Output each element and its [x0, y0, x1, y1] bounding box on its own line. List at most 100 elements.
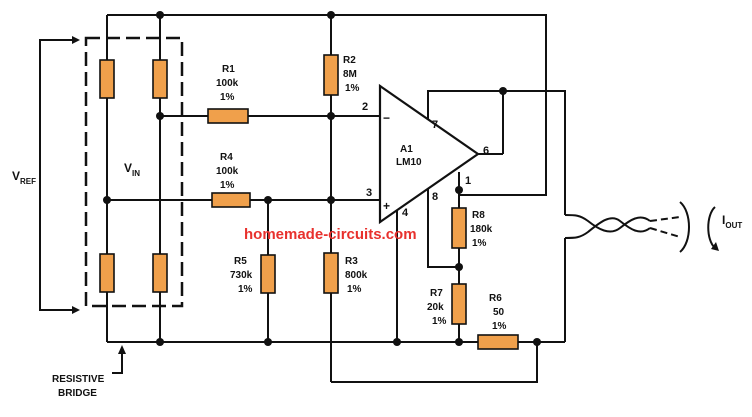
bridge-resistor-bottom-right	[152, 253, 168, 293]
r7-value: 20k	[427, 302, 444, 313]
vref-subscript: REF	[20, 177, 36, 186]
pin8-wire	[427, 175, 459, 268]
vin-main: V	[124, 161, 132, 175]
junction	[327, 196, 335, 204]
bridge-resistor-top-right	[152, 59, 168, 99]
r4-name: R4	[220, 152, 233, 163]
r2-name: R2	[343, 55, 356, 66]
r8-value: 180k	[470, 224, 493, 235]
r3-tolerance: 1%	[347, 284, 362, 295]
iout-label: IOUT	[722, 213, 742, 230]
junction	[156, 112, 164, 120]
r2-resistor	[323, 54, 339, 96]
vin-label: VIN	[124, 161, 140, 178]
twisted-wire-b	[564, 217, 651, 239]
r4-value: 100k	[216, 166, 239, 177]
watermark: homemade-circuits.com	[244, 226, 417, 243]
bottom-return-wire	[331, 342, 538, 383]
junction	[455, 338, 463, 346]
iout-subscript: OUT	[725, 221, 742, 230]
r4-resistor	[211, 192, 251, 208]
r5-value: 730k	[230, 270, 253, 281]
resistive-bridge-label-line1: RESISTIVE	[52, 374, 105, 385]
cable-dash-bottom	[649, 227, 681, 238]
pin7-feedback-wire	[427, 90, 566, 215]
op-amp-part-label: LM10	[396, 157, 422, 168]
twisted-wire-a	[564, 214, 651, 233]
pin-1-label: 1	[465, 175, 471, 187]
junction	[156, 11, 164, 19]
cable-dash-top	[649, 216, 681, 222]
pin-7-label: 7	[432, 119, 438, 131]
junction-dots	[103, 11, 541, 346]
r6-tolerance: 1%	[492, 321, 507, 332]
junction	[264, 196, 272, 204]
bridge-resistor-bottom-left	[99, 253, 115, 293]
op-amp-triangle	[378, 83, 480, 225]
junction	[533, 338, 541, 346]
vref-top-arrowhead	[72, 36, 80, 44]
r7-name: R7	[430, 288, 443, 299]
bridge-pointer-line	[112, 352, 123, 374]
r4-tolerance: 1%	[220, 180, 235, 191]
r1-value: 100k	[216, 78, 239, 89]
junction	[327, 11, 335, 19]
junction	[327, 112, 335, 120]
r7-resistor	[451, 283, 467, 325]
r5-tolerance: 1%	[238, 284, 253, 295]
r2-value: 8M	[343, 69, 357, 80]
current-loop-receiver	[679, 201, 690, 253]
vref-bracket-line	[39, 39, 72, 311]
resistors	[99, 54, 519, 350]
r7-tolerance: 1%	[432, 316, 447, 327]
r8-resistor	[451, 207, 467, 249]
op-amp-a1: − + A1 LM10 2 3 4 7 8 6 1	[362, 83, 489, 225]
iout-arc	[707, 206, 716, 249]
vref-bracket	[39, 36, 80, 314]
junction	[499, 87, 507, 95]
top-rail-wire	[107, 14, 547, 196]
signal-labels: VREF VIN IOUT RESISTIVE BRIDGE	[12, 161, 742, 399]
junction	[393, 338, 401, 346]
vref-bottom-arrowhead	[72, 306, 80, 314]
pin-2-label: 2	[362, 101, 368, 113]
r6-resistor	[477, 334, 519, 350]
vref-label: VREF	[12, 169, 36, 186]
bridge-pointer	[112, 345, 126, 374]
bridge-resistor-top-left	[99, 59, 115, 99]
junction	[156, 338, 164, 346]
pin-4-label: 4	[402, 207, 409, 219]
r5-resistor	[260, 254, 276, 294]
pin-8-label: 8	[432, 191, 438, 203]
iout-arrow	[707, 206, 719, 251]
resistive-bridge-box	[84, 36, 184, 308]
r6-value: 50	[493, 307, 505, 318]
twisted-pair-cable	[564, 201, 690, 253]
op-amp-minus-sign: −	[383, 111, 390, 125]
r3-value: 800k	[345, 270, 368, 281]
component-labels: R1 100k 1% R2 8M 1% R4 100k 1% R5 730k 1…	[216, 55, 507, 332]
resistive-bridge-label-line2: BRIDGE	[58, 388, 97, 399]
pin-3-label: 3	[366, 187, 372, 199]
junction	[103, 196, 111, 204]
vin-subscript: IN	[132, 169, 140, 178]
r6-name: R6	[489, 293, 502, 304]
r3-resistor	[323, 252, 339, 294]
op-amp-ref-label: A1	[400, 144, 413, 155]
r5-name: R5	[234, 256, 247, 267]
r8-name: R8	[472, 210, 485, 221]
r8-tolerance: 1%	[472, 238, 487, 249]
junction	[264, 338, 272, 346]
op-amp-plus-sign: +	[383, 199, 390, 213]
r3-name: R3	[345, 256, 358, 267]
junction	[455, 186, 463, 194]
r1-name: R1	[222, 64, 235, 75]
iout-arrowhead	[711, 242, 719, 251]
iout-main: I	[722, 213, 725, 227]
vref-main: V	[12, 169, 20, 183]
r2-tolerance: 1%	[345, 83, 360, 94]
r1-resistor	[207, 108, 249, 124]
bridge-pointer-arrowhead	[118, 345, 126, 354]
pin-6-label: 6	[483, 145, 489, 157]
